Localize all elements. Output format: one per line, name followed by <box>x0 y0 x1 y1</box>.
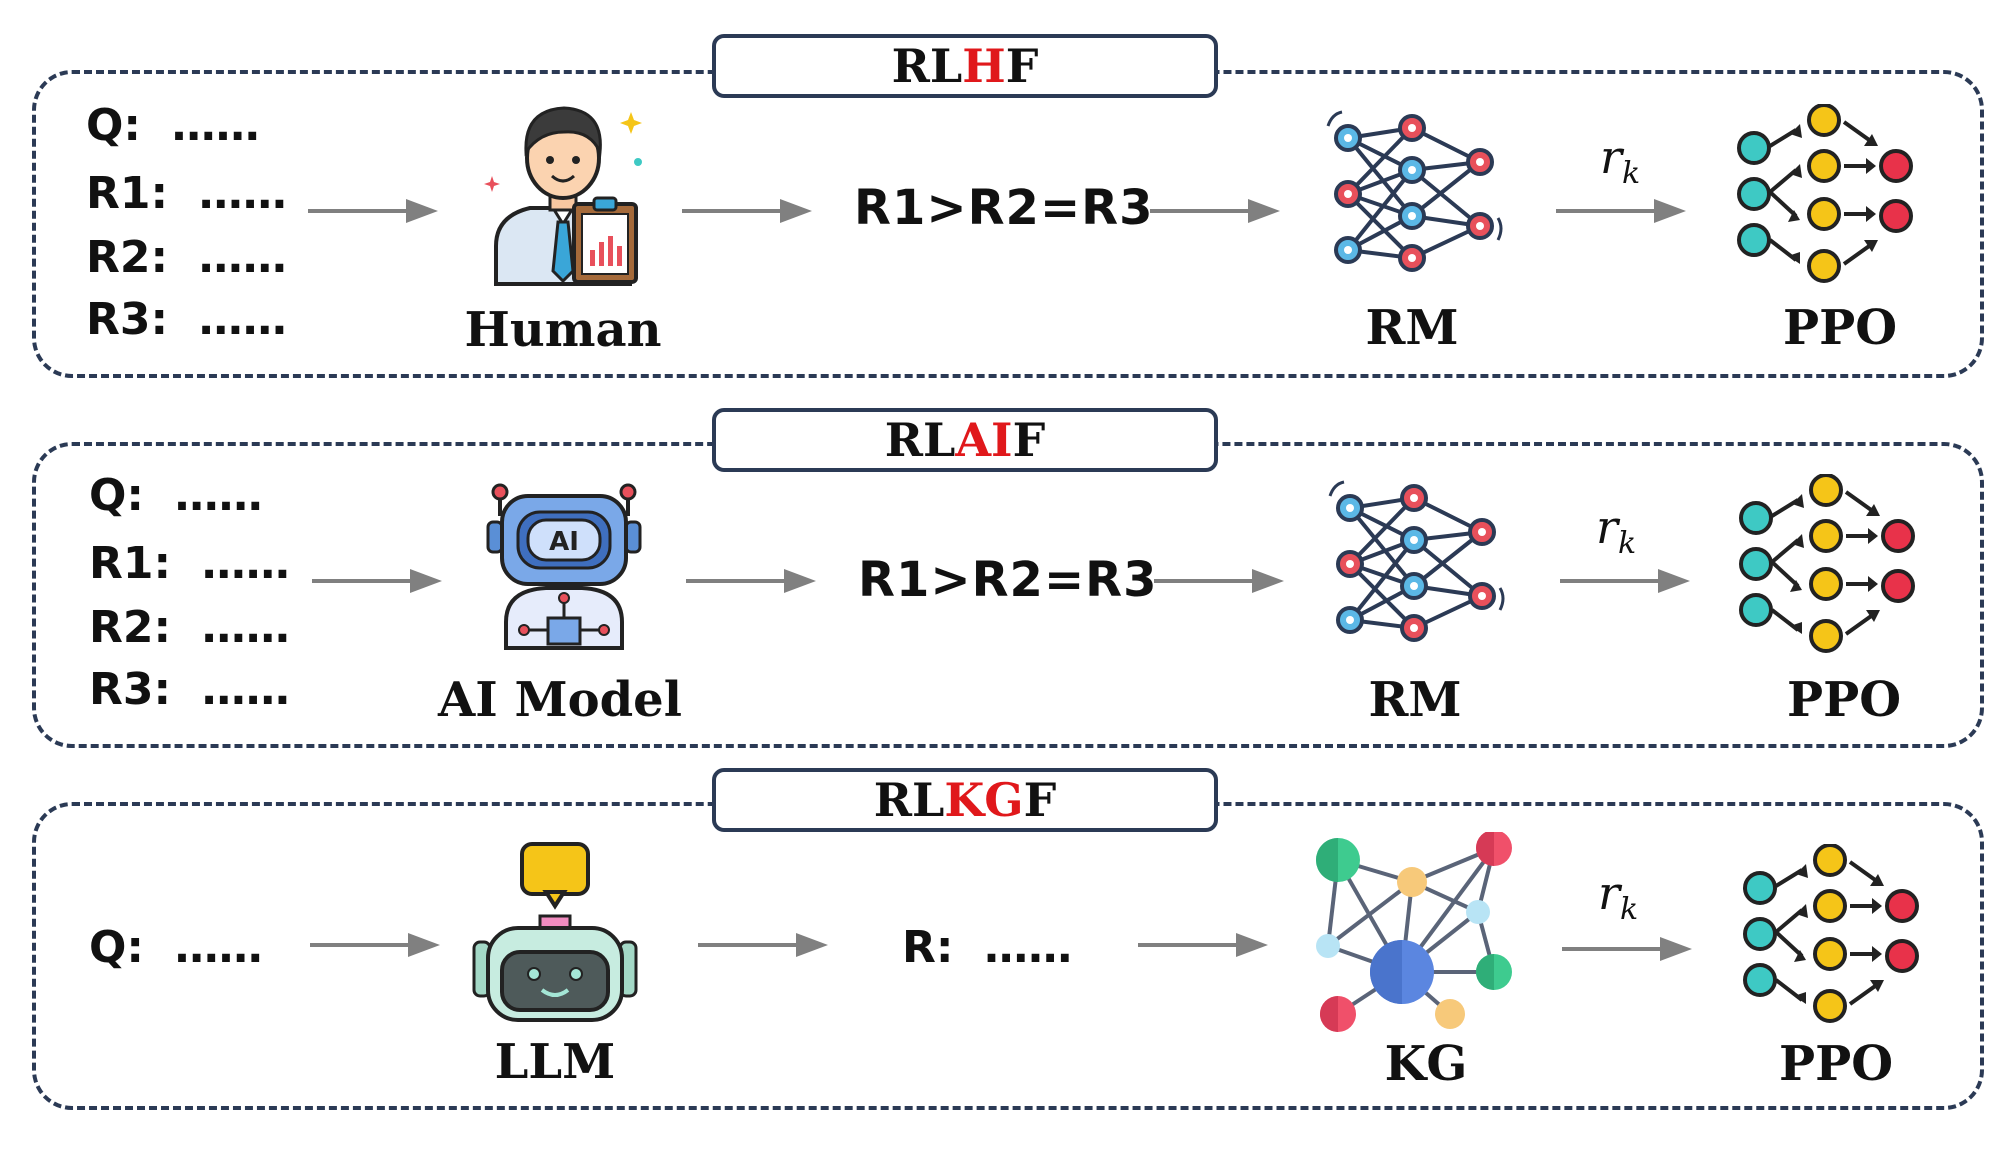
rlhf-policy-label: PPO <box>1783 300 1897 356</box>
rlaif-response-line: R2: …… <box>89 602 290 653</box>
arrow-right-icon <box>698 933 828 957</box>
rlhf-title-highlight: H <box>962 39 1006 93</box>
rlaif-title-prefix: RL <box>884 413 956 467</box>
rlaif-model-label: RM <box>1368 672 1462 728</box>
rlkgf-annotator-label: LLM <box>494 1034 616 1090</box>
rlhf-title-prefix: RL <box>891 39 963 93</box>
reward-k: k <box>1622 156 1641 192</box>
rlhf-query-line: Q: …… <box>86 100 260 151</box>
reward-r: r <box>1600 130 1622 184</box>
rlaif-title-suffix: F <box>1012 413 1046 467</box>
llm-robot-icon <box>472 842 638 1022</box>
ppo-flow-icon <box>1739 474 1915 653</box>
reward-k: k <box>1620 892 1639 928</box>
rlaif-title-highlight: AI <box>955 413 1013 467</box>
rlaif-query-line: Q: …… <box>89 470 263 521</box>
arrow-right-icon <box>310 933 440 957</box>
rlhf-reward-symbol: rk <box>1600 130 1640 191</box>
rlaif-title: RLAIF <box>712 408 1218 472</box>
rlhf-response-line: R3: …… <box>86 294 287 345</box>
rlhf-title: RLHF <box>712 34 1218 98</box>
ppo-flow-icon <box>1737 104 1913 283</box>
arrow-right-icon <box>1138 933 1268 957</box>
arrow-right-icon <box>308 199 438 223</box>
rlaif-annotator-label: AI Model <box>438 672 682 728</box>
arrow-right-icon <box>1560 569 1690 593</box>
reward-r: r <box>1596 500 1618 554</box>
arrow-right-icon <box>682 199 812 223</box>
ai-robot-icon: AI <box>486 483 642 650</box>
rlkgf-policy-label: PPO <box>1779 1036 1893 1092</box>
rlkgf-model-label: KG <box>1384 1036 1468 1092</box>
rlkgf-title-prefix: RL <box>873 773 945 827</box>
rlkgf-title-suffix: F <box>1023 773 1057 827</box>
knowledge-graph-icon <box>1316 832 1512 1032</box>
neural-network-icon <box>1328 480 1505 642</box>
rlkgf-title-highlight: KG <box>944 773 1024 827</box>
ppo-flow-icon <box>1743 844 1919 1023</box>
arrow-right-icon <box>1556 199 1686 223</box>
rlaif-ranking: R1>R2=R3 <box>858 552 1158 608</box>
rlkgf-title: RLKGF <box>712 768 1218 832</box>
reward-r: r <box>1598 866 1620 920</box>
rlhf-response-line: R2: …… <box>86 232 287 283</box>
rlhf-model-label: RM <box>1365 300 1459 356</box>
rlhf-title-suffix: F <box>1005 39 1039 93</box>
rlaif-policy-label: PPO <box>1787 672 1901 728</box>
rlkgf-query-line: Q: …… <box>89 922 263 973</box>
human-with-clipboard-icon <box>484 106 642 286</box>
arrow-right-icon <box>686 569 816 593</box>
rlkgf-response: R: …… <box>902 922 1073 973</box>
neural-network-icon <box>1326 110 1503 272</box>
rlhf-response-line: R1: …… <box>86 168 287 219</box>
rlhf-ranking: R1>R2=R3 <box>854 180 1154 236</box>
arrow-right-icon <box>1150 199 1280 223</box>
rlaif-reward-symbol: rk <box>1596 500 1636 561</box>
reward-k: k <box>1618 526 1637 562</box>
rlhf-annotator-label: Human <box>464 302 662 358</box>
arrow-right-icon <box>1154 569 1284 593</box>
svg-text:AI: AI <box>549 527 579 557</box>
rlaif-response-line: R3: …… <box>89 664 290 715</box>
arrow-right-icon <box>1562 937 1692 961</box>
rlkgf-reward-symbol: rk <box>1598 866 1638 927</box>
rlaif-response-line: R1: …… <box>89 538 290 589</box>
arrow-right-icon <box>312 569 442 593</box>
